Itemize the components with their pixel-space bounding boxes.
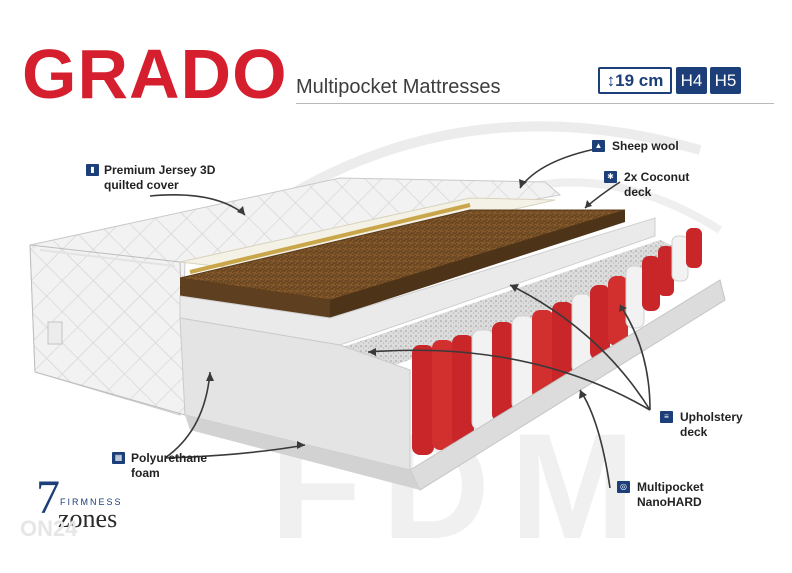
pocket-springs-shape (412, 228, 702, 455)
label-foam-line1: Polyurethane (131, 451, 208, 465)
label-coconut-line1: 2x Coconut (624, 170, 690, 184)
watermark-on24: ON24 (20, 516, 78, 541)
label-wool-line1: Sheep wool (612, 139, 679, 153)
layers-icon: ≡ (660, 411, 673, 423)
zones-number: 7 (36, 471, 60, 524)
label-cover-line1: Premium Jersey 3D (104, 163, 216, 177)
firmness-h4-badge: H4 (676, 67, 707, 94)
label-wool: Sheep wool (612, 139, 679, 154)
zones-firmness-word: FIRMNESS (60, 497, 123, 507)
sheep-icon: ▲ (592, 140, 605, 152)
label-foam-line2: foam (131, 466, 160, 480)
zones-word: zones (58, 504, 118, 533)
thread-icon: ▮ (86, 164, 99, 176)
subtitle: Multipocket Mattresses (296, 76, 501, 98)
spring-icon: ◎ (617, 481, 630, 493)
label-coconut: 2x Coconut deck (624, 170, 689, 200)
label-springs-line2: NanoHARD (637, 495, 702, 509)
label-cover-line2: quilted cover (104, 178, 179, 192)
brand-title: GRADO (22, 35, 288, 113)
firmness-h5-badge: H5 (710, 67, 741, 94)
label-springs: Multipocket NanoHARD (637, 480, 704, 510)
label-coconut-line2: deck (624, 185, 652, 199)
header-divider (296, 103, 774, 104)
label-springs-line1: Multipocket (637, 480, 704, 494)
palm-tree-icon: ✱ (604, 171, 617, 183)
foam-wall-shape (179, 317, 411, 471)
label-upholstery-line1: Upholstery (680, 410, 743, 424)
foam-icon: ▦ (112, 452, 125, 464)
height-badge: ↕19 cm (598, 67, 672, 94)
label-foam: Polyurethane foam (131, 451, 207, 481)
label-upholstery: Upholstery deck (680, 410, 743, 440)
label-upholstery-line2: deck (680, 425, 708, 439)
label-cover: Premium Jersey 3D quilted cover (104, 163, 215, 193)
